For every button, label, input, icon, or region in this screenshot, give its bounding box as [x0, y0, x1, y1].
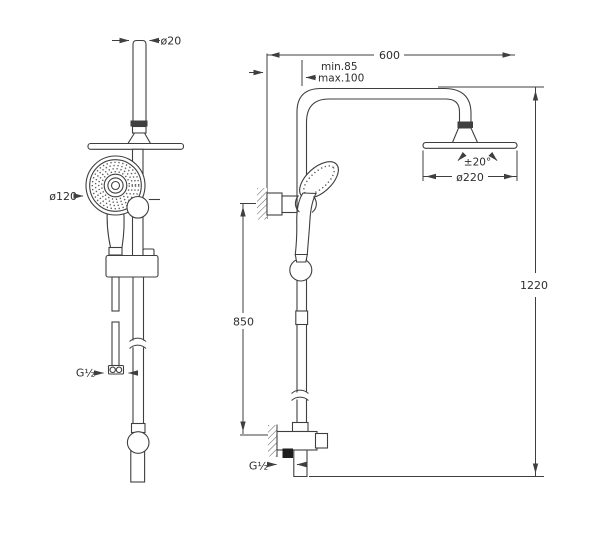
label-head-diameter: ø220 [456, 171, 484, 184]
dim-bracket-height: 850 [233, 203, 272, 436]
label-hand-shower-diameter: ø120 [49, 190, 77, 203]
overhead-shower-disc-side [422, 141, 518, 149]
hand-shower-handle-side [294, 192, 317, 256]
label-offset-max: max.100 [318, 73, 364, 85]
side-view: 600 min.85 max.100 ±20° [233, 49, 548, 478]
bottom-tube-front [130, 450, 146, 483]
handle-collar-front [108, 246, 123, 256]
label-bracket-height: 850 [233, 316, 254, 329]
inlet-connector [282, 448, 293, 458]
dim-hose-thread-front: G½ [76, 367, 138, 380]
hand-shower-side [289, 161, 339, 401]
diverter-valve-front [126, 422, 150, 483]
bottom-pipe-side [293, 450, 308, 478]
label-offset-min: min.85 [321, 61, 358, 73]
head-cone-front [127, 132, 152, 145]
wall-bracket-top [257, 188, 298, 220]
dim-wall-offset: min.85 max.100 [249, 60, 364, 86]
dim-inlet-thread: G½ [249, 460, 307, 473]
shower-hose-front [107, 276, 125, 375]
pipe-break-gap [131, 340, 146, 348]
dim-arm-width: 600 [267, 49, 515, 62]
holder-clamp-left [294, 195, 300, 213]
slider-knob [126, 195, 160, 219]
hose-connector-front [107, 364, 125, 375]
hose-coupling [295, 310, 309, 326]
overhead-shower-disc-front [87, 142, 185, 150]
label-hose-thread-front: G½ [76, 367, 95, 380]
wall-hatch-top [257, 188, 267, 220]
front-view: ø20 [49, 35, 185, 483]
label-head-tilt: ±20° [464, 157, 491, 169]
label-inlet-thread: G½ [249, 460, 268, 473]
dim-head-diameter: ø220 [422, 150, 518, 184]
pipe-break-side [291, 389, 311, 401]
head-cone-side [451, 127, 479, 144]
label-pipe-diameter: ø20 [161, 35, 182, 48]
dim-pipe-diameter: ø20 [112, 35, 181, 48]
dim-head-tilt: ±20° [457, 151, 498, 169]
bottom-bracket-body [276, 430, 318, 451]
handle-collar-side [294, 253, 308, 263]
shower-rail-lower-front [129, 277, 147, 424]
riser-and-arm [296, 87, 472, 423]
wall-bracket-bottom [268, 421, 329, 478]
hand-shower-handle-front [106, 207, 125, 256]
bottom-bracket-nub [314, 432, 329, 449]
holder-clamp-right [311, 196, 317, 213]
label-total-height: 1220 [520, 279, 548, 292]
pipe-collar-bottom [291, 421, 309, 433]
overhead-pipe-front [132, 39, 147, 122]
slider-bracket [105, 248, 159, 278]
label-arm-width: 600 [379, 49, 400, 62]
wall-hatch-bottom [268, 425, 277, 457]
overhead-shower-side [422, 121, 518, 149]
pipe-joint-front [127, 120, 152, 145]
diverter-ball [126, 431, 150, 454]
dim-total-height: 1220 [309, 86, 548, 477]
dim-hand-shower-diameter: ø120 [49, 190, 84, 203]
